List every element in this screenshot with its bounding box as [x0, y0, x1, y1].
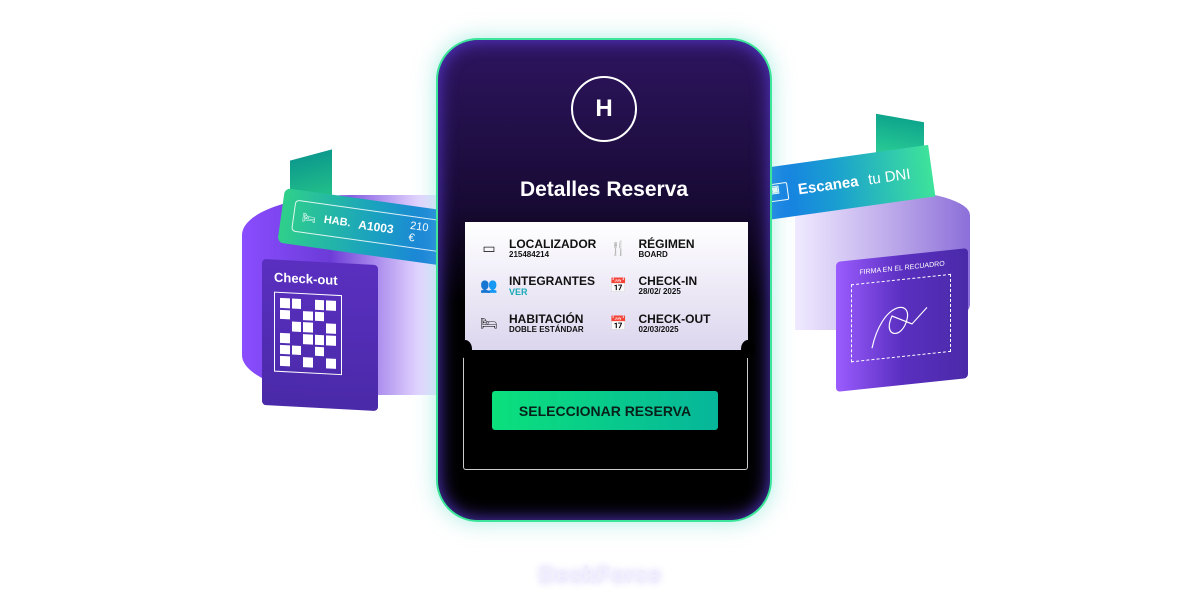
- checkout-label: Check-out: [274, 269, 338, 288]
- calendar-x-icon: 📅: [609, 314, 628, 331]
- bed-icon: 🛏: [301, 211, 317, 226]
- signature-box[interactable]: [851, 273, 951, 363]
- view-members-link[interactable]: VER: [509, 286, 528, 297]
- field-value: 215484214: [509, 250, 550, 260]
- ticket-frame: [463, 348, 748, 470]
- qr-code-icon: [274, 291, 342, 376]
- room-label: HAB.: [323, 213, 352, 230]
- bed-icon: 🛏: [480, 314, 498, 331]
- signature-card: FIRMA EN EL RECUADRO: [836, 248, 968, 392]
- scan-label-2: tu DNI: [867, 165, 912, 188]
- checkout-card: Check-out: [262, 258, 378, 412]
- field-value: DOBLE ESTÁNDAR: [509, 324, 584, 334]
- field-label: LOCALIZADOR: [509, 237, 597, 252]
- field-label: HABITACIÓN: [509, 311, 584, 326]
- field-value: 28/02/ 2025: [638, 287, 681, 297]
- page-title: Detalles Reserva: [519, 178, 689, 201]
- signature-icon: [871, 306, 928, 349]
- group-icon: 👥: [480, 277, 498, 294]
- brand-watermark: DeskForce: [538, 562, 662, 589]
- field-value: 02/03/2025: [638, 324, 679, 334]
- room-number: A1003: [357, 217, 395, 237]
- field-value: BOARD: [638, 250, 668, 260]
- id-card-icon: ▭: [482, 240, 496, 257]
- field-label: CHECK-IN: [638, 274, 698, 289]
- cutlery-icon: 🍴: [609, 240, 628, 257]
- scan-label: Escanea: [796, 172, 860, 198]
- field-label: INTEGRANTES: [509, 273, 596, 288]
- select-reservation-button[interactable]: SELECCIONAR RESERVA: [492, 391, 718, 430]
- field-label: RÉGIMEN: [638, 237, 695, 252]
- ticket-notch: [458, 340, 472, 358]
- hotel-logo-icon: H: [571, 76, 637, 142]
- room-price: 210 €: [407, 219, 430, 245]
- ticket-notch: [741, 340, 755, 358]
- calendar-check-icon: 📅: [609, 277, 628, 294]
- field-label: CHECK-OUT: [638, 311, 711, 326]
